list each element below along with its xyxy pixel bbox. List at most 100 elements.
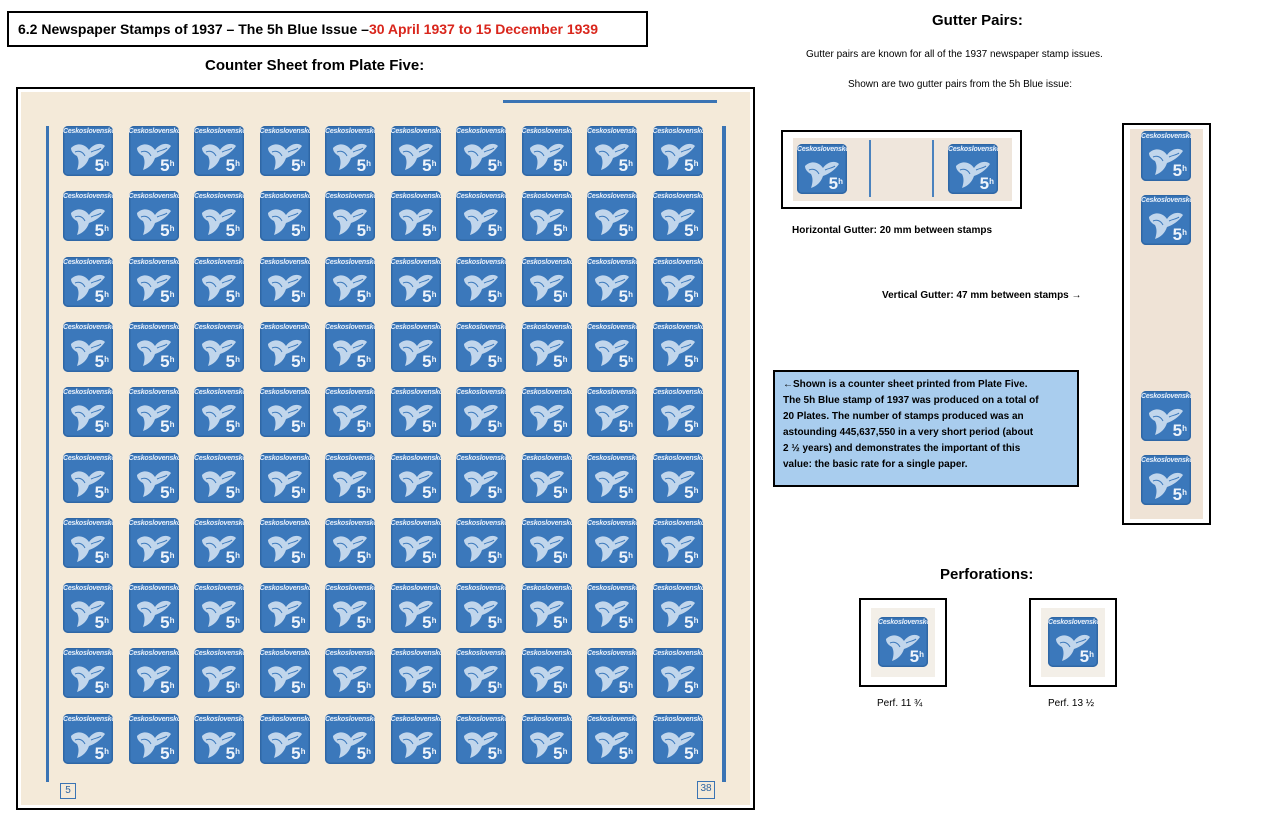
stamp-value: 5h — [618, 221, 633, 241]
stamp-value-unit: h — [497, 224, 502, 234]
dove-icon — [67, 334, 107, 370]
stamp-country-text: Ceskoslovensko — [521, 389, 572, 397]
stamp-value: 5h — [225, 417, 240, 437]
stamp-value: 5h — [553, 678, 568, 698]
dove-icon — [395, 660, 435, 696]
stamp-country-text: Ceskoslovensko — [456, 519, 506, 527]
stamp-country-text: Ceskoslovensko — [63, 715, 113, 723]
stamp-value-unit: h — [628, 289, 633, 299]
stamp-value: 5h — [160, 286, 175, 306]
stamp-value: 5h — [94, 156, 109, 175]
stamp-value: 5h — [225, 482, 240, 502]
stamp-country-text: Ceskoslovensko — [390, 650, 441, 658]
stamp-value: 5h — [356, 482, 371, 502]
stamp-value-unit: h — [104, 746, 109, 756]
stamp-value-unit: h — [169, 746, 175, 756]
stamp-country-text: Ceskoslovensko — [456, 258, 506, 266]
stamp-value-unit: h — [169, 485, 175, 495]
stamp-value: 5h — [487, 221, 502, 241]
stamp-country-text: Ceskoslovensko — [194, 585, 244, 593]
stamp-value: 5h — [94, 221, 109, 241]
stamp-country-text: Ceskoslovensko — [325, 650, 375, 658]
stamp-value-unit: h — [300, 746, 306, 756]
dove-icon — [460, 465, 500, 501]
stamp: Ceskoslovensko 5h — [194, 452, 244, 503]
stamp-country-text: Ceskoslovensko — [63, 650, 113, 658]
sheet-right-margin-bar — [722, 126, 726, 782]
stamp-country-text: Ceskoslovensko — [194, 650, 244, 658]
stamp-country-text: Ceskoslovensko — [194, 323, 244, 331]
stamp-value-unit: h — [497, 420, 502, 430]
info-box: ←Shown is a counter sheet printed from P… — [773, 370, 1079, 487]
stamp-value: 5h — [553, 417, 568, 437]
stamp-country-text: Ceskoslovensko — [456, 323, 506, 331]
stamp-value-unit: h — [169, 681, 175, 691]
dove-icon — [329, 726, 369, 762]
stamp-country-text: Ceskoslovensko — [456, 650, 506, 658]
stamp-value: 5h — [618, 482, 633, 502]
stamp-value: 5h — [225, 351, 240, 371]
stamp-value-unit: h — [300, 550, 306, 560]
stamp-value: 5h — [684, 678, 699, 698]
stamp-value-unit: h — [431, 485, 437, 495]
stamp-country-text: Ceskoslovensko — [456, 389, 506, 397]
stamp-country-text: Ceskoslovensko — [194, 519, 244, 527]
stamp-value-unit: h — [497, 550, 502, 560]
dove-icon — [952, 156, 992, 192]
stamp-country-text: Ceskoslovensko — [325, 715, 375, 723]
stamp-country-text: Ceskoslovensko — [325, 128, 375, 135]
stamp-value-unit: h — [497, 746, 502, 756]
dove-icon — [198, 269, 238, 305]
dove-icon — [395, 269, 435, 305]
gutter-heading: Gutter Pairs: — [932, 12, 1023, 29]
stamp-value-unit: h — [300, 681, 306, 691]
stamp-value-unit: h — [628, 224, 633, 234]
dove-icon — [460, 660, 500, 696]
dove-icon — [526, 595, 566, 631]
stamp-value: 5h — [422, 482, 437, 502]
dove-icon — [1052, 629, 1092, 665]
stamp-country-text: Ceskoslovensko — [1048, 619, 1098, 626]
stamp-country-text: Ceskoslovensko — [521, 193, 572, 201]
perf-13-caption: Perf. 13 ½ — [1048, 698, 1095, 709]
stamp-country-text: Ceskoslovensko — [194, 454, 244, 462]
stamp-value-unit: h — [300, 616, 306, 626]
stamp-value: 5h — [291, 286, 306, 306]
stamp-value: 5h — [422, 417, 437, 437]
dove-icon — [264, 595, 304, 631]
dove-icon — [67, 530, 107, 566]
stamp-value: 5h — [160, 156, 175, 175]
stamp-value-unit: h — [104, 616, 109, 626]
dove-icon — [67, 595, 107, 631]
stamp-country-text: Ceskoslovensko — [128, 650, 179, 658]
stamp-value: 5h — [225, 547, 240, 567]
stamp-value: 5h — [618, 678, 633, 698]
dove-icon — [1145, 467, 1185, 503]
dove-icon — [1145, 207, 1185, 243]
stamp-value-unit: h — [104, 550, 109, 560]
dove-icon — [329, 530, 369, 566]
